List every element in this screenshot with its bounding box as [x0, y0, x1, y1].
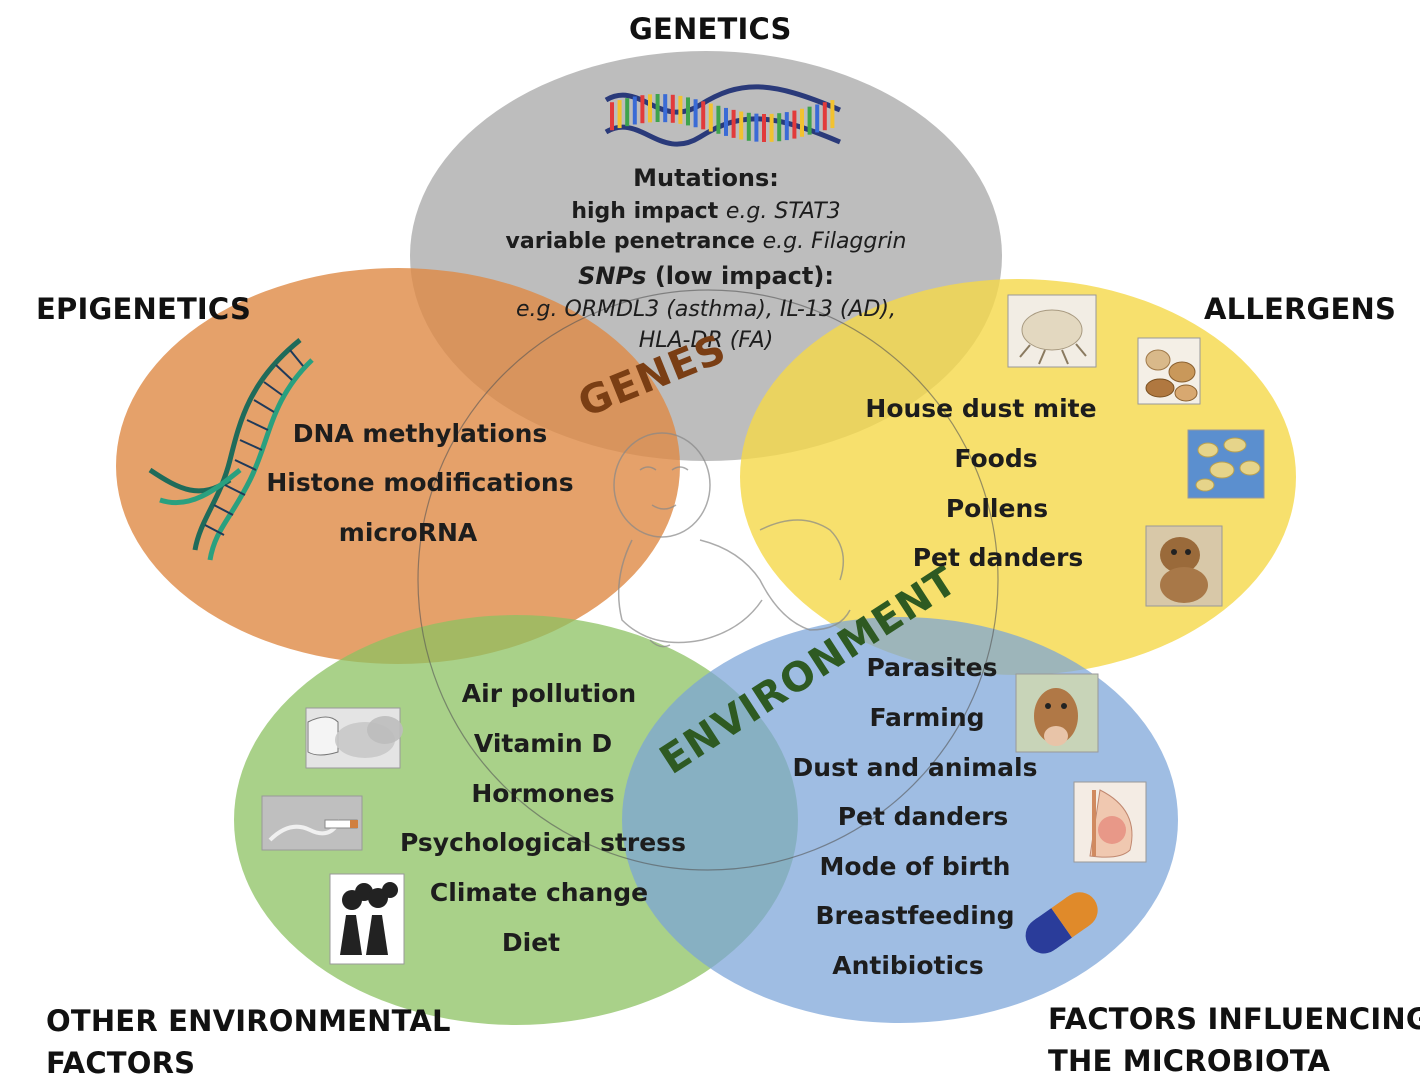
mutations-label: Mutations: — [633, 164, 779, 192]
high-impact-text: high impact — [571, 199, 719, 224]
variable-penetrance-example: e.g. Filaggrin — [762, 229, 907, 254]
microbiota-item: Pet danders — [837, 802, 1009, 831]
other-env-item: Air pollution — [461, 679, 637, 708]
snps-examples-line1: e.g. ORMDL3 (asthma), IL-13 (AD), — [516, 297, 896, 322]
allergens-title: ALLERGENS — [1204, 292, 1397, 326]
other-env-item: Psychological stress — [400, 828, 686, 857]
dog-icon — [1145, 525, 1223, 607]
high-impact-example: e.g. STAT3 — [725, 199, 841, 224]
microbiota-item: Farming — [869, 703, 985, 732]
cigarette-smoke-icon — [261, 795, 363, 851]
epigenetics-item: DNA methylations — [292, 419, 548, 448]
factory-icon — [329, 873, 405, 965]
allergen-item: Pollens — [945, 494, 1049, 523]
allergen-item: House dust mite — [865, 394, 1097, 423]
other-env-item: Climate change — [429, 878, 649, 907]
microbiota-item: Antibiotics — [832, 951, 984, 980]
dust-mite-icon — [1007, 294, 1097, 368]
snps-line: SNPs (low impact): — [578, 262, 834, 290]
car-exhaust-icon — [305, 707, 403, 769]
epigenetics-item: Histone modifications — [266, 468, 574, 497]
variable-penetrance-text: variable penetrance — [505, 229, 755, 254]
snps-rest: (low impact): — [654, 262, 834, 290]
microbiota-item: Parasites — [866, 653, 998, 682]
other-env-item: Hormones — [471, 779, 615, 808]
nuts-icon — [1137, 337, 1201, 405]
center-circle — [417, 289, 999, 871]
epigenetics-circle — [116, 268, 680, 664]
other-env-item: Diet — [501, 928, 561, 957]
dna-strand-icon — [148, 338, 314, 561]
microbiota-title-line1: FACTORS INFLUENCING — [1048, 1002, 1420, 1036]
epigenetics-title: EPIGENETICS — [36, 292, 252, 326]
high-impact-line: high impact e.g. STAT3 — [571, 199, 840, 224]
genetics-title: GENETICS — [629, 12, 792, 46]
cow-icon — [1015, 673, 1099, 753]
variable-penetrance-line: variable penetrance e.g. Filaggrin — [506, 229, 907, 254]
microbiota-item: Breastfeeding — [815, 901, 1015, 930]
allergen-item: Foods — [954, 444, 1038, 473]
other-env-title-line1: OTHER ENVIRONMENTAL — [46, 1004, 451, 1038]
capsule-icon — [1025, 892, 1098, 954]
microbiota-item: Mode of birth — [819, 852, 1011, 881]
microbiota-title-line2: THE MICROBIOTA — [1048, 1044, 1331, 1078]
pregnancy-icon — [1073, 781, 1147, 863]
dna-helix-icon — [604, 84, 841, 147]
pollen-icon — [1187, 429, 1265, 499]
other-env-item: Vitamin D — [473, 729, 613, 758]
baby-sketch-icon — [613, 432, 851, 648]
other-env-title-line2: FACTORS — [46, 1046, 196, 1080]
microbiota-item: Dust and animals — [792, 753, 1038, 782]
allergen-item: Pet danders — [912, 543, 1084, 572]
epigenetics-item: microRNA — [338, 518, 478, 547]
snps-term: SNPs — [578, 262, 647, 290]
snps-examples-line2: HLA-DR (FA) — [638, 328, 774, 353]
